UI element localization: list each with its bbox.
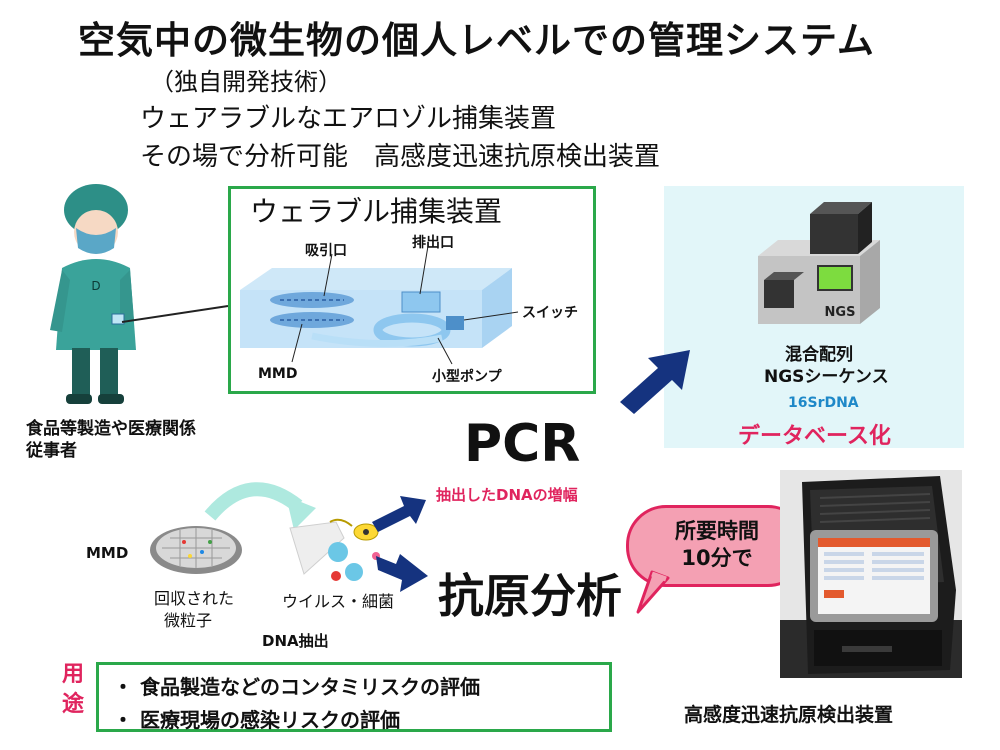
bubble-line-1: 所要時間 [675, 519, 759, 543]
use-item-food: ・ 食品製造などのコンタミリスクの評価 [113, 675, 480, 699]
subtitle-line-1: （独自開発技術） [150, 68, 342, 96]
label-switch: スイッチ [522, 305, 578, 321]
uses-label-char-2: 途 [62, 692, 85, 717]
svg-text:D: D [91, 279, 100, 293]
ngs-machine-illustration: NGS [758, 202, 880, 324]
worker-figure: D [50, 184, 136, 404]
collected-line-1: 回収された [154, 589, 235, 608]
device-caption: 高感度迅速抗原検出装置 [684, 704, 894, 726]
device-connector [121, 305, 229, 323]
bubble-tail [636, 570, 670, 614]
process-diagram [150, 482, 428, 592]
uses-label-char-1: 用 [62, 662, 85, 687]
wearable-box-title: ウェラブル捕集装置 [250, 195, 503, 228]
ngs-caption: 混合配列 NGSシーケンス [764, 344, 889, 388]
worker-caption: 食品等製造や医療関係 従事者 [26, 418, 196, 462]
dna-extraction-label: DNA抽出 [262, 632, 329, 650]
bubble-line-2: 10分で [681, 546, 753, 570]
subtitle-line-3: その場で分析可能 高感度迅速抗原検出装置 [140, 142, 661, 172]
label-pump: 小型ポンプ [432, 369, 502, 385]
ngs-device-label: NGS [825, 305, 856, 320]
virus-bacteria-label: ウイルス・細菌 [282, 592, 395, 611]
pcr-caption: 抽出したDNAの増幅 [436, 486, 578, 504]
label-exhaust: 排出口 [412, 235, 454, 251]
database-label: データベース化 [738, 424, 891, 449]
ngs-16s-label: 16SrDNA [788, 395, 859, 411]
wearable-device-box [228, 186, 596, 394]
subtitle-line-2: ウェアラブルなエアロゾル捕集装置 [140, 104, 557, 134]
use-item-medical: ・ 医療現場の感染リスクの評価 [113, 708, 400, 732]
collected-particles-label: 回収された 微粒子 [154, 588, 234, 632]
label-intake: 吸引口 [305, 243, 347, 259]
page-title: 空気中の微生物の個人レベルでの管理システム [78, 19, 875, 62]
label-mmd: MMD [258, 366, 298, 382]
collected-line-2: 微粒子 [164, 611, 213, 630]
antigen-device-photo [780, 470, 962, 678]
pcr-title: PCR [464, 414, 581, 474]
wearable-device-diagram [240, 245, 519, 365]
uses-box: ・ 食品製造などのコンタミリスクの評価 ・ 医療現場の感染リスクの評価 [96, 662, 612, 732]
ngs-caption-line-2: NGSシーケンス [764, 367, 889, 387]
ngs-caption-line-1: 混合配列 [785, 345, 853, 365]
worker-caption-line-1: 食品等製造や医療関係 [26, 419, 196, 439]
antigen-title: 抗原分析 [438, 569, 622, 623]
worker-caption-line-2: 従事者 [26, 441, 77, 461]
uses-label: 用 途 [62, 660, 84, 720]
process-mmd-label: MMD [86, 544, 129, 562]
arrow-to-ngs [620, 350, 690, 414]
